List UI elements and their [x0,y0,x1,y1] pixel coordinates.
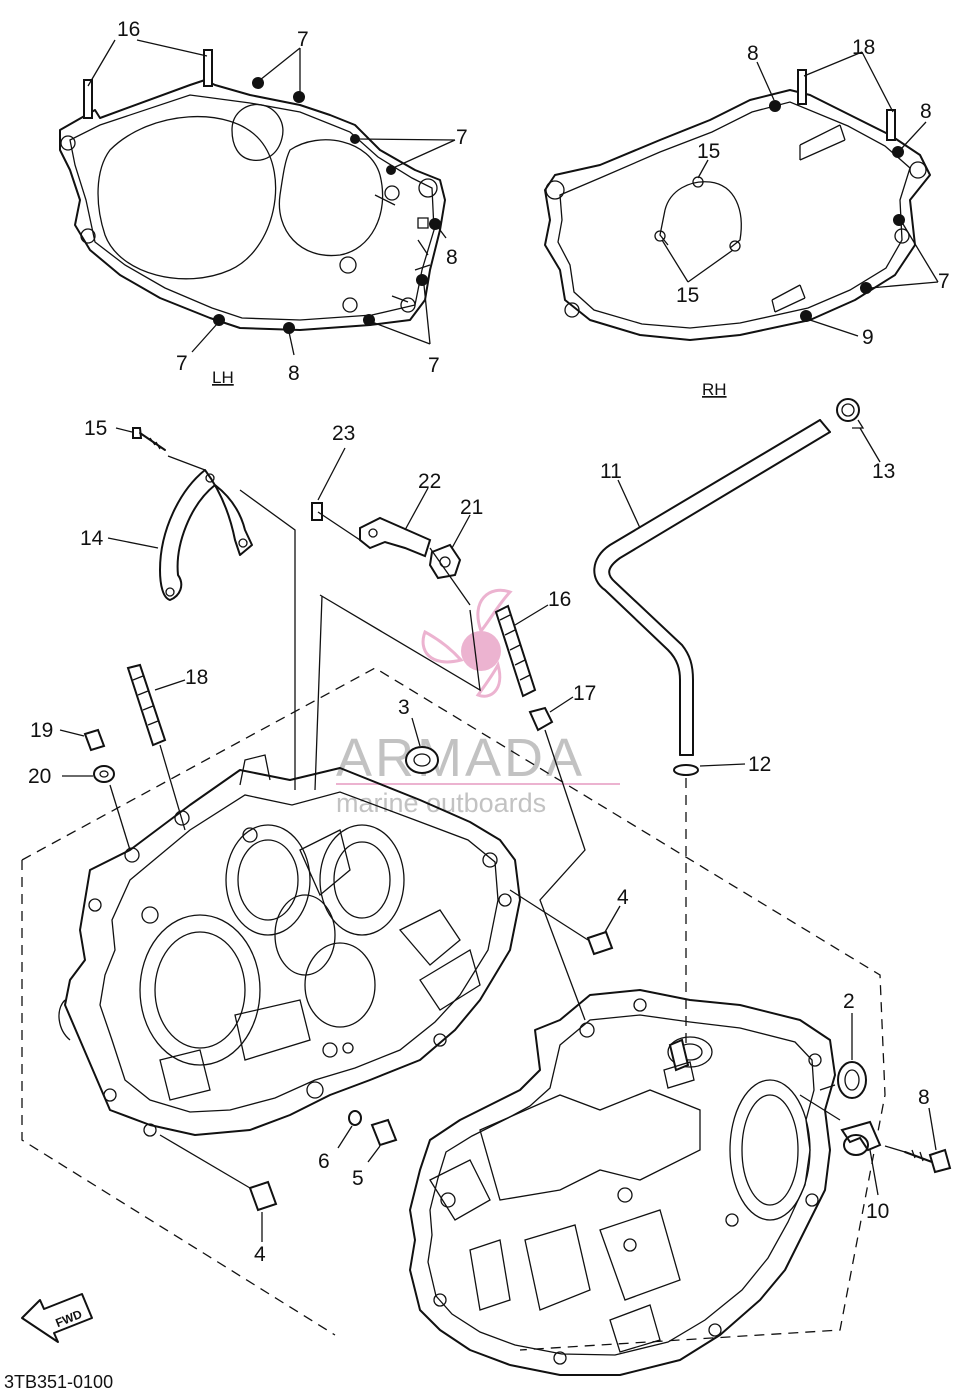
lower-small-parts: 4 2 10 8 6 5 4 [159,886,952,1266]
callout-9: 9 [862,326,874,349]
callout-17: 17 [573,682,596,705]
callout-10: 10 [866,1200,889,1223]
callout-16: 16 [548,588,571,611]
callout-5: 5 [352,1167,364,1190]
callout-15: 15 [697,140,720,163]
callout-8: 8 [920,100,932,123]
callout-22: 22 [418,470,441,493]
callout-7: 7 [297,28,309,51]
rh-label: RH [702,380,727,399]
lh-crankcase-cover-gasket: 16 7 7 8 7 8 7 LH [59,18,468,387]
watermark-tagline: marine outboards [336,788,546,818]
callout-4: 4 [254,1243,266,1266]
callout-8: 8 [446,246,458,269]
rh-crankcase-cover-gasket: 8 18 8 15 15 7 9 RH [544,36,950,399]
callout-20: 20 [28,765,51,788]
callout-12: 12 [748,753,771,776]
lower-crankcase-half [409,989,836,1376]
forward-arrow: FWD [21,1293,93,1343]
callout-21: 21 [460,496,483,519]
callout-8: 8 [747,42,759,65]
callout-3: 3 [398,696,410,719]
callout-19: 19 [30,719,53,742]
callout-7: 7 [176,352,188,375]
callout-8: 8 [288,362,300,385]
callout-11: 11 [600,460,622,483]
callout-23: 23 [332,422,355,445]
part-code: 3TB351-0100 [4,1372,113,1392]
callout-7: 7 [938,270,950,293]
callout-18: 18 [852,36,875,59]
upper-crankcase-half [58,754,521,1137]
lh-label: LH [212,368,234,387]
callout-6: 6 [318,1150,330,1173]
watermark-brand: ARMADA [336,728,585,788]
callout-16: 16 [117,18,140,41]
callout-2: 2 [843,990,855,1013]
assembly-envelope [21,667,886,1351]
callout-18: 18 [185,666,208,689]
small-parts: 15 14 23 22 21 16 17 [28,398,895,1045]
callout-15: 15 [84,417,107,440]
callout-15: 15 [676,284,699,307]
callout-14: 14 [80,527,104,550]
callout-4: 4 [617,886,629,909]
callout-8: 8 [918,1086,930,1109]
callout-7: 7 [456,126,468,149]
callout-7: 7 [428,354,440,377]
callout-13: 13 [872,460,895,483]
